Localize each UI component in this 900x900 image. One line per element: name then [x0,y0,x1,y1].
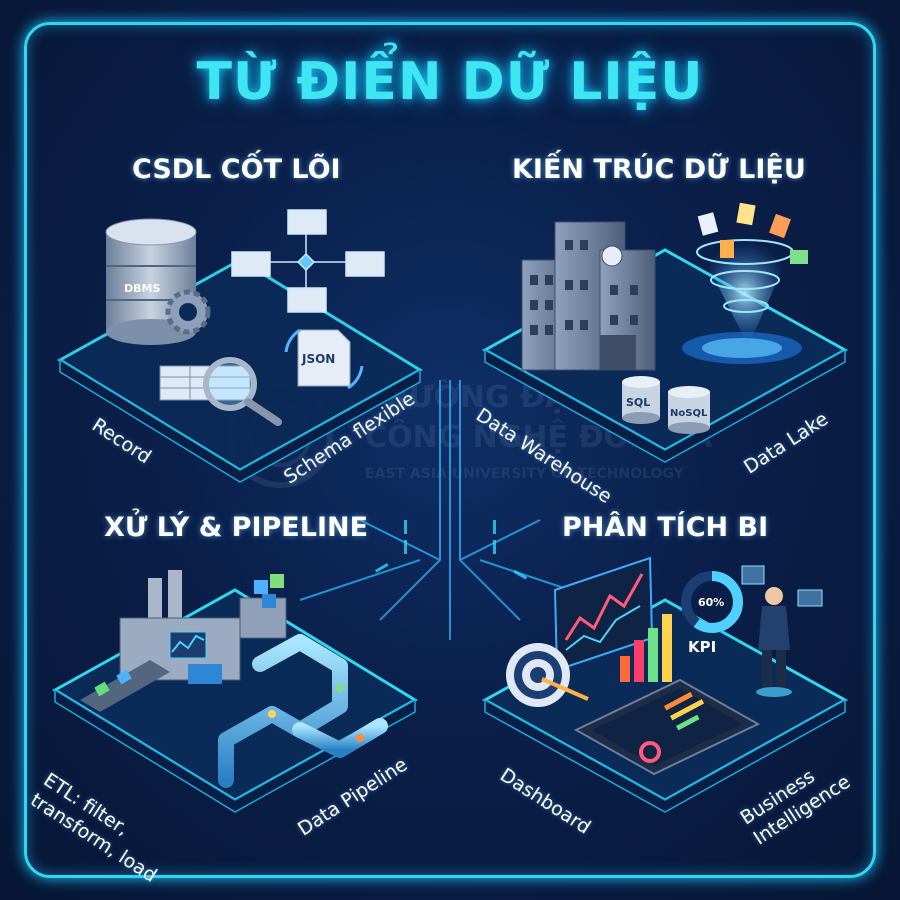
outer-frame [24,22,876,878]
magnifier-table-icon [159,357,282,426]
pipeline-icon [218,634,388,788]
bar-chart-icon [620,614,672,682]
platform-csdl: DBMS JSON [57,209,423,483]
circuit-lines [299,380,601,640]
kpi-percent-text: 60% [698,596,724,609]
section-title-csdl: CSDL CỐT LÕI [132,154,341,185]
data-lake-vortex-icon [682,202,808,364]
tablet-dashboard-icon [573,678,761,776]
section-title-pipeline: XỬ LÝ & PIPELINE [104,512,369,543]
platform-pipeline [52,570,418,813]
page-title: TỪ ĐIỂN DỮ LIỆU [196,52,704,112]
platform-bi: 60% KPI [481,556,849,813]
pipeline-valves [268,684,364,742]
kpi-donut-icon: 60% [681,571,743,633]
sql-cylinder-icon: SQL [622,376,660,424]
json-text: JSON [301,352,335,366]
flowchart-schema-icon [231,209,385,313]
cubes-icon [254,574,284,608]
circuit-dots [375,520,528,580]
warehouse-building-icon [521,221,656,371]
nosql-text: NoSQL [670,408,708,419]
dbms-text: DBMS [124,282,160,295]
conveyor-belt-icon [80,660,170,712]
presenter-icon [741,565,823,697]
gear-icon [165,289,211,335]
sql-text: SQL [626,396,650,409]
nosql-cylinder-icon: NoSQL [668,386,710,434]
factory-icon [119,570,287,684]
section-title-bi: PHÂN TÍCH BI [562,512,769,543]
kpi-text: KPI [688,638,716,656]
section-title-kien-truc: KIẾN TRÚC DỮ LIỆU [512,154,806,185]
target-icon [506,643,589,707]
json-file-icon: JSON [284,328,364,390]
platform-kien-truc: SQL NoSQL [481,202,849,463]
